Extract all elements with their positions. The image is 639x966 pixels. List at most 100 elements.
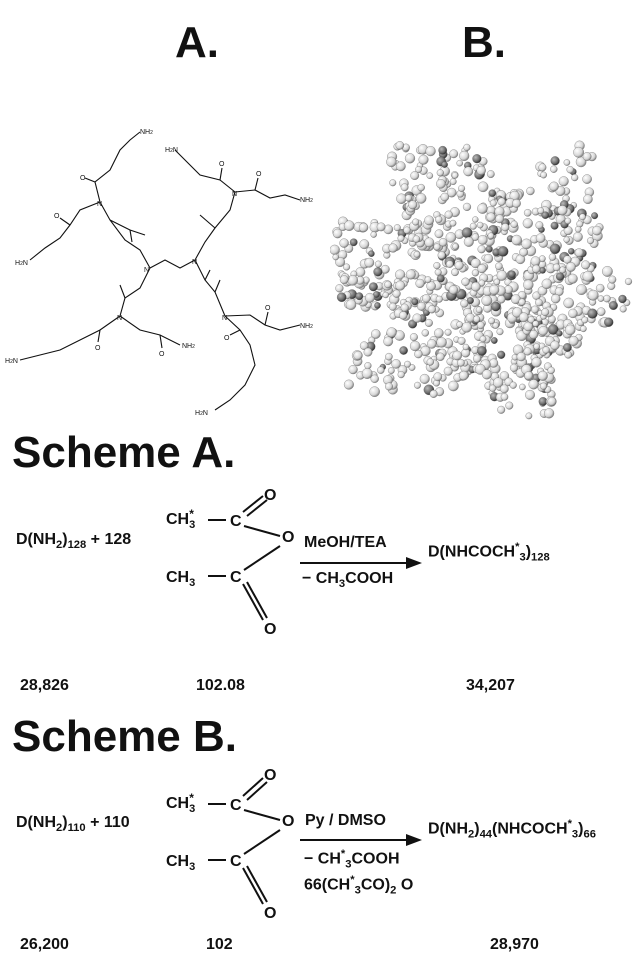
atom-sphere [456, 321, 463, 328]
atom-sphere [489, 358, 499, 368]
atom-sphere [433, 372, 443, 382]
atom-sphere [518, 312, 529, 323]
oxygen-3: O [219, 161, 225, 168]
atom-sphere [493, 278, 501, 286]
atom-sphere [415, 166, 423, 173]
core-chain [149, 259, 196, 269]
atom-sphere [512, 199, 521, 208]
atom-sphere [343, 263, 351, 271]
scheme-a-arrow-bottom: − CH3COOH [302, 570, 394, 591]
atom-sphere [566, 262, 576, 272]
atom-sphere [404, 153, 416, 164]
atom-sphere [550, 340, 560, 350]
atom-sphere [435, 295, 443, 303]
atom-sphere [458, 370, 469, 381]
atom-sphere [383, 336, 394, 347]
atom-sphere [583, 194, 593, 204]
atom-sphere [539, 382, 548, 390]
atom-sphere [408, 364, 416, 371]
svg-text:C: C [230, 853, 242, 870]
atom-sphere [573, 146, 584, 158]
atom-sphere [541, 211, 550, 219]
scheme-b-anhydride: CH3* C O O CH3 C O [166, 767, 294, 922]
atom-sphere [414, 381, 421, 389]
atom-sphere [592, 225, 602, 236]
atom-sphere [618, 294, 627, 304]
atom-sphere [359, 341, 369, 350]
atom-sphere [477, 181, 489, 193]
atom-sphere [405, 269, 416, 280]
atom-sphere [558, 176, 569, 187]
atom-sphere [461, 322, 472, 333]
scheme-b-mw-anhydride: 102 [206, 936, 233, 953]
atom-sphere [424, 237, 435, 248]
atom-sphere [404, 360, 411, 368]
atom-sphere [440, 192, 450, 202]
atom-sphere [444, 328, 452, 336]
atom-sphere [537, 207, 545, 215]
atom-sphere [476, 221, 484, 229]
atom-sphere [582, 270, 594, 282]
atom-sphere [403, 226, 411, 234]
space-filling-model-b [330, 140, 633, 420]
atom-sphere [539, 267, 546, 274]
atom-sphere [526, 186, 535, 196]
atom-sphere [454, 260, 464, 270]
atom-sphere [419, 373, 430, 384]
atom-sphere [374, 260, 382, 268]
atom-sphere [373, 267, 383, 277]
atom-sphere [486, 170, 495, 178]
atom-sphere [486, 212, 496, 222]
atom-sphere [335, 284, 344, 293]
atom-sphere [525, 389, 535, 400]
atom-sphere [580, 325, 587, 333]
atom-sphere [365, 292, 375, 303]
atom-sphere [448, 380, 459, 392]
branch-n-1: N [97, 201, 102, 208]
scheme-b-reaction-arrow [300, 834, 422, 846]
atom-sphere [576, 284, 587, 295]
svg-text:O: O [282, 813, 294, 830]
atom-sphere [395, 161, 406, 172]
atom-sphere [497, 405, 506, 414]
atom-sphere [563, 297, 574, 309]
atom-sphere [550, 221, 559, 230]
atom-sphere [483, 253, 494, 264]
atom-sphere [477, 235, 488, 245]
atom-sphere [438, 145, 448, 155]
atom-sphere [477, 203, 488, 214]
atom-sphere [571, 174, 579, 182]
atom-sphere [488, 317, 495, 325]
atom-sphere [535, 298, 543, 307]
atom-sphere [602, 266, 613, 277]
atom-sphere [422, 294, 431, 303]
atom-sphere [547, 366, 555, 375]
atom-sphere [339, 238, 349, 248]
atom-sphere [523, 279, 534, 290]
branch-lower-left [119, 267, 151, 317]
atom-sphere [587, 237, 594, 245]
atom-sphere [527, 316, 535, 324]
atom-sphere [497, 350, 506, 359]
atom-sphere [332, 253, 339, 261]
svg-text:CH3: CH3 [166, 569, 195, 589]
atom-sphere [604, 317, 614, 327]
atom-sphere [582, 152, 592, 161]
atom-sphere [523, 347, 532, 356]
panel-b-label: B. [462, 18, 506, 67]
atom-sphere [332, 228, 343, 239]
atom-sphere [541, 278, 552, 289]
oxygen-7: O [224, 335, 230, 342]
atom-sphere [424, 318, 433, 327]
atom-sphere [415, 278, 425, 288]
atom-sphere [371, 329, 381, 339]
atom-sphere [541, 308, 550, 317]
atom-sphere [477, 346, 487, 356]
oxygen-5: O [95, 345, 101, 352]
atom-sphere [433, 243, 441, 251]
atom-sphere [533, 343, 540, 350]
atom-sphere [564, 324, 576, 336]
atom-sphere [552, 263, 561, 272]
atom-sphere [608, 301, 618, 310]
amine-label-8: H2N [195, 410, 208, 417]
